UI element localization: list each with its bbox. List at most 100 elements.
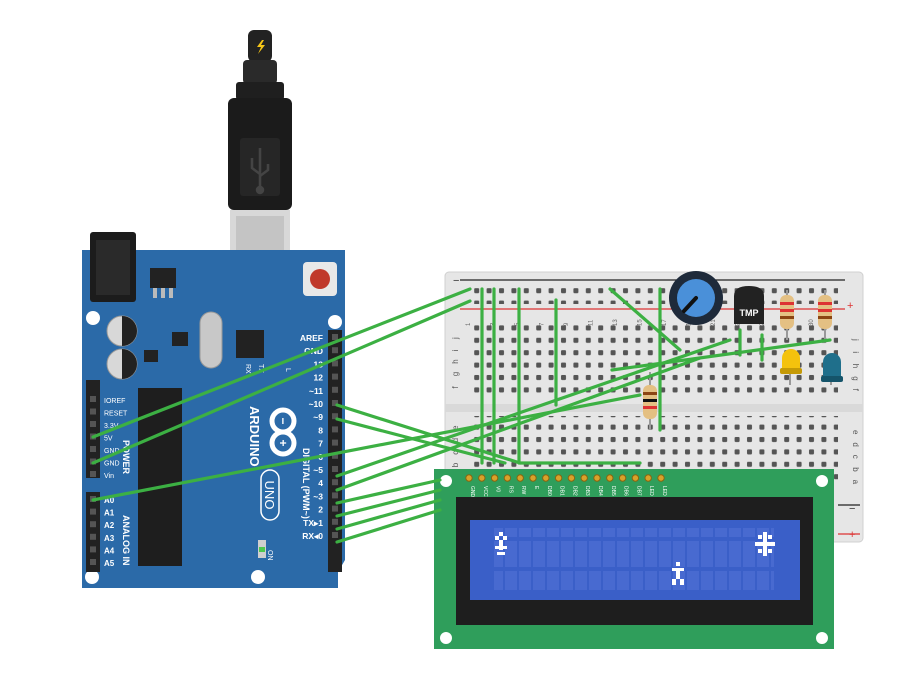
arduino-model: UNO bbox=[262, 481, 277, 510]
resistor-2[interactable] bbox=[780, 290, 794, 340]
analog-pin-hole[interactable] bbox=[90, 559, 96, 565]
power-pin-label: IOREF bbox=[104, 398, 125, 405]
digital-pin-hole[interactable] bbox=[332, 386, 338, 393]
breadboard-row-letter: j bbox=[451, 337, 460, 340]
arduino-uno-board[interactable]: − + ARDUINO UNO DIGITAL (PWM~) POWER ANA… bbox=[82, 232, 345, 588]
rail-plus-bottom: + bbox=[849, 529, 855, 541]
lcd-pin[interactable] bbox=[567, 474, 576, 482]
digital-pin-label: 13 bbox=[314, 359, 324, 369]
digital-pin-label: 7 bbox=[318, 439, 323, 449]
lcd-pin-label: DB3 bbox=[584, 486, 590, 496]
arduino-logo-icon: − + bbox=[269, 407, 297, 457]
lcd-pin-label: DB6 bbox=[623, 486, 629, 496]
digital-pin-hole[interactable] bbox=[332, 360, 338, 367]
digital-pin-label: ~10 bbox=[309, 399, 324, 409]
digital-pin-label: ~11 bbox=[309, 386, 323, 396]
breadboard-row-letter: g bbox=[451, 372, 460, 376]
breadboard-row-letter: d bbox=[851, 442, 860, 446]
digital-pin-label: 4 bbox=[318, 478, 323, 488]
analog-pin-hole[interactable] bbox=[90, 521, 96, 528]
power-pin-label: Vin bbox=[104, 473, 114, 480]
power-pin-hole[interactable] bbox=[90, 421, 96, 427]
lcd-pin[interactable] bbox=[631, 474, 640, 482]
digital-pin-hole[interactable] bbox=[332, 505, 338, 512]
lcd-pin-label: RW bbox=[520, 486, 526, 495]
on-led-label: ON bbox=[266, 550, 273, 561]
lcd-pin-label: DB2 bbox=[571, 486, 577, 496]
rail-minus-top: − bbox=[453, 275, 459, 287]
tx-led-label: TX bbox=[257, 364, 264, 373]
resistor-3[interactable] bbox=[818, 290, 832, 340]
digital-pin-label: 12 bbox=[314, 373, 324, 383]
lcd-pin[interactable] bbox=[593, 474, 601, 482]
lcd-pin-label: LED bbox=[648, 486, 654, 496]
blue-led[interactable] bbox=[821, 353, 843, 385]
lcd-pin-label: V0 bbox=[495, 486, 501, 492]
digital-pin-hole[interactable] bbox=[332, 466, 338, 472]
breadboard-column-number: 11 bbox=[589, 319, 595, 326]
digital-pin-hole[interactable] bbox=[332, 373, 338, 380]
lcd-pin[interactable] bbox=[580, 474, 588, 482]
digital-pin-hole[interactable] bbox=[332, 532, 338, 538]
analog-pin-hole[interactable] bbox=[90, 546, 96, 553]
breadboard-row-letter: b bbox=[851, 467, 860, 472]
analog-header: ANALOG IN bbox=[121, 515, 131, 566]
reset-button[interactable] bbox=[303, 262, 337, 296]
power-pin-hole[interactable] bbox=[90, 471, 96, 477]
power-pin-hole[interactable] bbox=[90, 408, 96, 415]
yellow-led[interactable] bbox=[780, 349, 802, 385]
lcd-pin[interactable] bbox=[554, 474, 563, 482]
digital-pin-hole[interactable] bbox=[332, 413, 338, 420]
digital-pin-hole[interactable] bbox=[332, 439, 338, 446]
analog-pin-hole[interactable] bbox=[90, 508, 96, 515]
breadboard-row-letter: i bbox=[451, 349, 460, 351]
analog-pin-label: A2 bbox=[104, 521, 115, 530]
breadboard-column-number: 17 bbox=[662, 319, 668, 326]
digital-pin-hole[interactable] bbox=[332, 334, 338, 340]
analog-pin-hole[interactable] bbox=[90, 533, 96, 540]
analog-pin-label: A3 bbox=[104, 534, 115, 543]
digital-pin-hole[interactable] bbox=[332, 492, 338, 499]
breadboard-row-letter: a bbox=[851, 480, 860, 485]
power-pin-hole[interactable] bbox=[90, 446, 96, 452]
lcd-pin[interactable] bbox=[478, 474, 486, 482]
lcd-pin[interactable] bbox=[503, 474, 512, 482]
usb-icon bbox=[250, 148, 270, 195]
digital-pin-label: 2 bbox=[318, 505, 323, 515]
lcd-custom-char-1 bbox=[495, 532, 507, 555]
temperature-sensor[interactable]: TMP bbox=[734, 286, 764, 324]
resistor-1[interactable] bbox=[643, 372, 657, 430]
lcd-pin[interactable] bbox=[618, 474, 627, 482]
power-pin-hole[interactable] bbox=[90, 396, 96, 402]
breadboard-row-letter: b bbox=[451, 462, 460, 467]
breadboard-row-letter: i bbox=[851, 351, 860, 353]
digital-pin-hole[interactable] bbox=[332, 518, 338, 525]
lcd-pin-label: DB1 bbox=[559, 486, 565, 496]
power-pin-label: 3.3V bbox=[104, 423, 119, 430]
breadboard-column-number: 21 bbox=[711, 319, 717, 326]
digital-pin-hole[interactable] bbox=[332, 347, 338, 354]
digital-pin-label: RX◂0 bbox=[302, 531, 323, 541]
lcd-pin[interactable] bbox=[465, 474, 473, 482]
breadboard-row-letter: e bbox=[451, 425, 460, 430]
potentiometer-icon[interactable] bbox=[669, 271, 723, 325]
lcd-pin[interactable] bbox=[657, 474, 665, 482]
lcd-pin[interactable] bbox=[644, 474, 652, 482]
lcd-pin[interactable] bbox=[542, 474, 550, 482]
svg-text:−: − bbox=[276, 417, 290, 424]
wires[interactable] bbox=[91, 287, 832, 544]
lcd-pin[interactable] bbox=[490, 474, 499, 482]
breadboard-column-number: 13 bbox=[613, 319, 619, 326]
lcd-pin[interactable] bbox=[529, 474, 537, 482]
digital-pin-hole[interactable] bbox=[332, 426, 338, 433]
analog-pin-label: A1 bbox=[104, 509, 115, 518]
lcd-pin[interactable] bbox=[606, 474, 614, 482]
digital-pin-hole[interactable] bbox=[332, 479, 338, 486]
digital-pin-hole[interactable] bbox=[332, 452, 338, 459]
lcd-pin[interactable] bbox=[516, 474, 524, 482]
breadboard-column-number: 1 bbox=[466, 322, 472, 326]
digital-pin-hole[interactable] bbox=[332, 400, 338, 406]
rail-minus-bottom: − bbox=[849, 503, 855, 515]
